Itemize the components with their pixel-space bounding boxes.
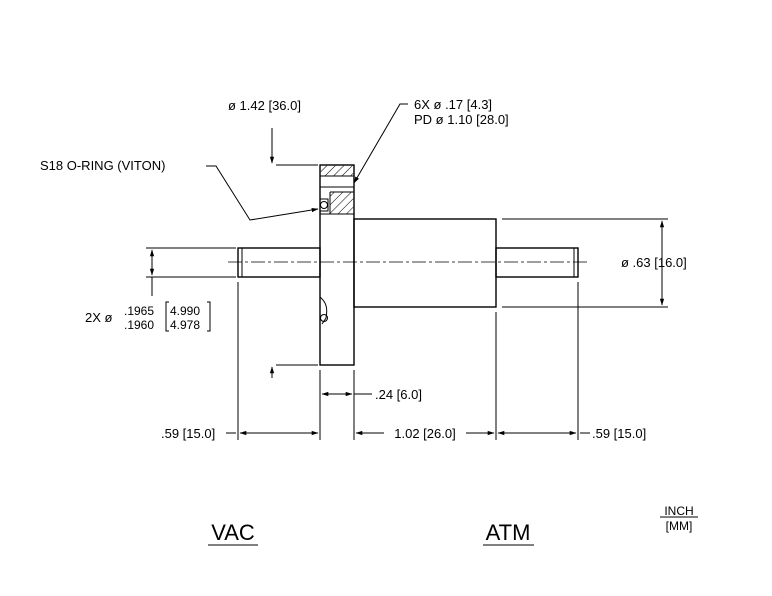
atm-length-label: .59 [15.0] (592, 426, 646, 441)
body-od-label: ø .63 [16.0] (621, 255, 687, 270)
oring-section-top (320, 201, 328, 209)
oring-section-bottom (320, 314, 328, 322)
shaft-mm-min: 4.978 (170, 318, 200, 332)
shaft-prefix: 2X ø (85, 310, 113, 325)
oring-groove-top (319, 198, 329, 212)
flange-od-label: ø 1.42 [36.0] (228, 98, 301, 113)
units-bottom-label: [MM] (666, 519, 693, 533)
vac-side-label: VAC (211, 520, 255, 545)
atm-body (353, 218, 497, 308)
shaft-diameter-label: 2X ø .1965 .1960 4.990 4.978 (85, 301, 211, 332)
flange-hatch-top (320, 165, 354, 176)
oring-label: S18 O-RING (VITON) (40, 158, 165, 173)
shaft-in-max: .1965 (124, 304, 154, 318)
shaft-in-min: .1960 (124, 318, 154, 332)
atm-shaft (495, 247, 579, 278)
oring-groove-bottom (319, 296, 328, 325)
atm-side-label: ATM (486, 520, 531, 545)
units-top-label: INCH (664, 504, 693, 518)
bolt-holes-label-1: 6X ø .17 [4.3] (414, 97, 492, 112)
dimensions (146, 128, 668, 440)
body-length-label: 1.02 [26.0] (394, 426, 455, 441)
leaders (206, 103, 408, 221)
part-outline (237, 164, 579, 366)
vac-length-label: .59 [15.0] (161, 426, 215, 441)
flange-hatch-lower (330, 192, 354, 214)
shaft-mm-max: 4.990 (170, 304, 200, 318)
flange-thickness-label: .24 [6.0] (375, 387, 422, 402)
bolt-holes-label-2: PD ø 1.10 [28.0] (414, 112, 509, 127)
vac-shaft (237, 247, 321, 278)
